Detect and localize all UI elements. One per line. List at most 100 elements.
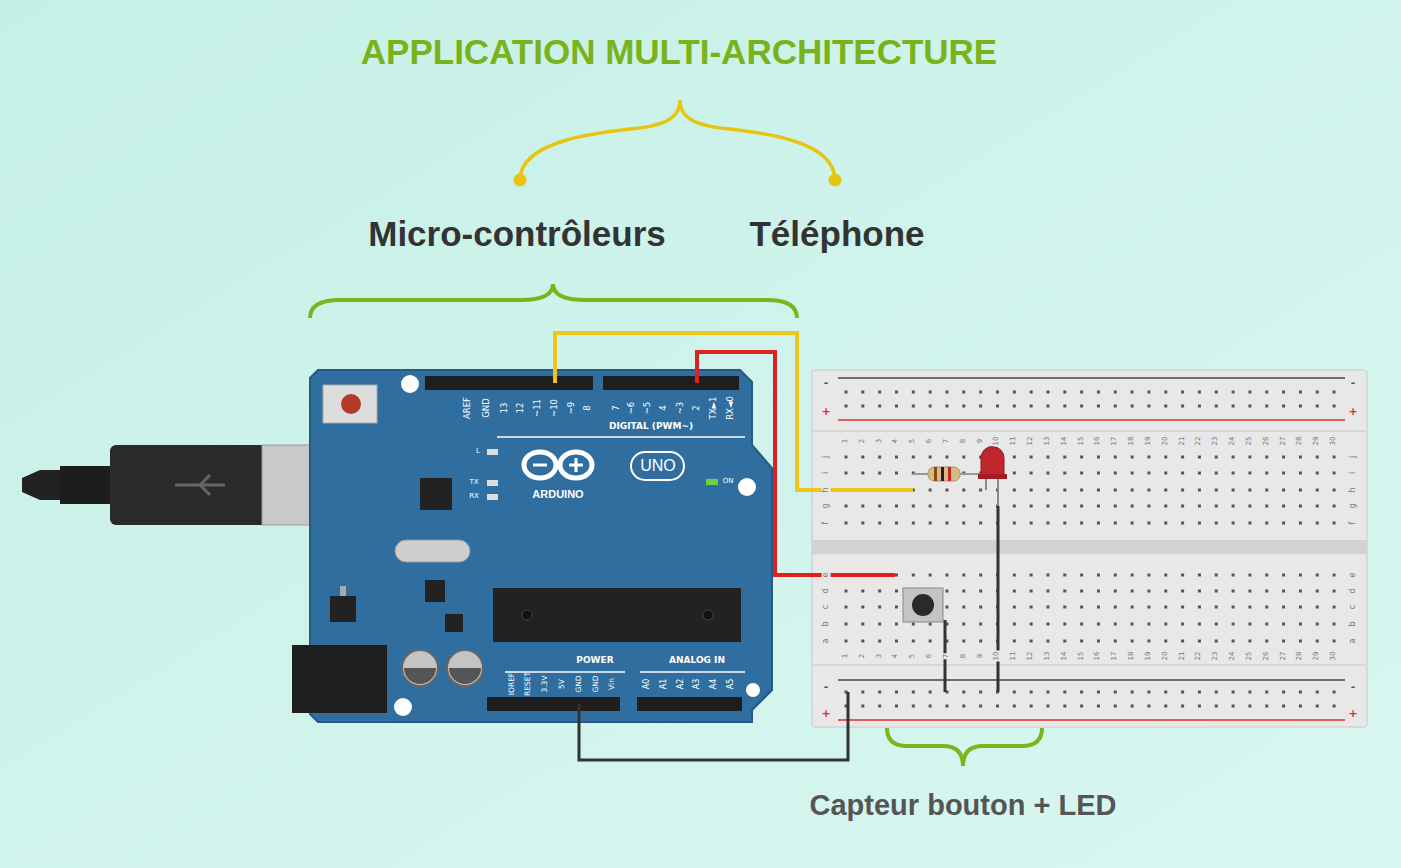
wire	[555, 333, 913, 490]
breadboard-hole	[1215, 456, 1218, 459]
row-letter: g	[1349, 502, 1358, 509]
breadboard-hole	[1333, 489, 1336, 492]
breadboard-hole	[1316, 391, 1319, 394]
breadboard-hole	[1046, 606, 1049, 609]
breadboard-hole	[1097, 590, 1100, 593]
wire	[697, 352, 895, 575]
brand-label: ARDUINO	[532, 488, 583, 500]
breadboard-hole	[878, 590, 881, 593]
breadboard-hole	[1181, 606, 1184, 609]
breadboard-hole	[1063, 640, 1066, 643]
breadboard-hole	[895, 574, 898, 577]
column-number: 8	[960, 653, 968, 659]
breadboard-hole	[912, 640, 915, 643]
breadboard-hole	[1265, 405, 1268, 408]
breadboard-hole	[1131, 590, 1134, 593]
column-number: 11	[1010, 651, 1018, 662]
breadboard-hole	[878, 640, 881, 643]
column-number: 21	[1179, 436, 1187, 447]
breadboard-hole	[1097, 456, 1100, 459]
pin-label: ~3	[676, 402, 685, 415]
breadboard-hole	[1131, 391, 1134, 394]
breadboard-hole	[1114, 623, 1117, 626]
breadboard-hole	[1198, 640, 1201, 643]
column-number: 16	[1095, 436, 1103, 447]
breadboard-hole	[1147, 590, 1150, 593]
breadboard-hole	[929, 640, 932, 643]
breadboard-hole	[1333, 522, 1336, 525]
breadboard-hole	[1164, 505, 1167, 508]
breadboard-hole	[1114, 489, 1117, 492]
row-letter: a	[822, 638, 831, 645]
breadboard-hole	[1333, 391, 1336, 394]
breadboard-hole	[962, 590, 965, 593]
breadboard-hole	[1316, 623, 1319, 626]
breadboard-hole	[912, 623, 915, 626]
row-letter: i	[822, 471, 831, 475]
breadboard-hole	[1316, 489, 1319, 492]
pin-label: 5V	[558, 679, 566, 689]
breadboard-hole	[1030, 574, 1033, 577]
breadboard-hole	[1114, 691, 1117, 694]
column-number: 28	[1297, 436, 1305, 447]
breadboard-hole	[1013, 705, 1016, 708]
breadboard-hole	[1063, 606, 1066, 609]
breadboard-hole	[1097, 640, 1100, 643]
breadboard-hole	[945, 456, 948, 459]
breadboard-hole	[861, 606, 864, 609]
model-label: UNO	[640, 457, 676, 475]
column-number: 12	[1027, 651, 1035, 662]
breadboard-hole	[979, 391, 982, 394]
breadboard-hole	[1114, 640, 1117, 643]
breadboard-hole	[1046, 522, 1049, 525]
column-number: 2	[859, 438, 867, 444]
brace-dot	[829, 174, 842, 187]
pin-label: 3.3V	[541, 675, 549, 692]
breadboard-hole	[1097, 574, 1100, 577]
pin-label: 2	[692, 405, 701, 410]
breadboard-hole	[1013, 606, 1016, 609]
breadboard-hole	[962, 574, 965, 577]
breadboard-hole	[1316, 456, 1319, 459]
column-number: 30	[1330, 651, 1338, 662]
breadboard-hole	[1063, 405, 1066, 408]
breadboard-hole	[1282, 606, 1285, 609]
breadboard-hole	[1299, 691, 1302, 694]
led-label: L	[476, 448, 480, 456]
header-label: POWER	[576, 656, 613, 666]
breadboard-hole	[1046, 472, 1049, 475]
breadboard-hole	[1114, 405, 1117, 408]
breadboard-hole	[1097, 405, 1100, 408]
column-number: 18	[1128, 651, 1136, 662]
pin-label: GND	[592, 675, 600, 692]
pin-label: TX►1	[709, 397, 718, 420]
column-number: 6	[926, 438, 934, 444]
breadboard-hole	[912, 505, 915, 508]
breadboard-hole	[1131, 472, 1134, 475]
breadboard-hole	[878, 522, 881, 525]
arduino-board	[292, 370, 772, 722]
breadboard-hole	[1181, 456, 1184, 459]
breadboard-hole	[1232, 606, 1235, 609]
breadboard-hole	[1164, 623, 1167, 626]
breadboard-hole	[1265, 705, 1268, 708]
breadboard-hole	[878, 705, 881, 708]
breadboard-hole	[1080, 606, 1083, 609]
breadboard-hole	[1316, 574, 1319, 577]
breadboard-hole	[1030, 405, 1033, 408]
row-letter: g	[822, 502, 831, 509]
breadboard-hole	[1114, 391, 1117, 394]
breadboard-hole	[912, 691, 915, 694]
column-number: 25	[1246, 436, 1254, 447]
breadboard-hole	[1030, 623, 1033, 626]
breadboard-hole	[895, 640, 898, 643]
breadboard-hole	[1063, 623, 1066, 626]
breadboard-hole	[1215, 574, 1218, 577]
breadboard-hole	[1282, 691, 1285, 694]
breadboard-hole	[1265, 391, 1268, 394]
breadboard-hole	[1013, 405, 1016, 408]
breadboard-hole	[1013, 691, 1016, 694]
breadboard-hole	[1147, 606, 1150, 609]
